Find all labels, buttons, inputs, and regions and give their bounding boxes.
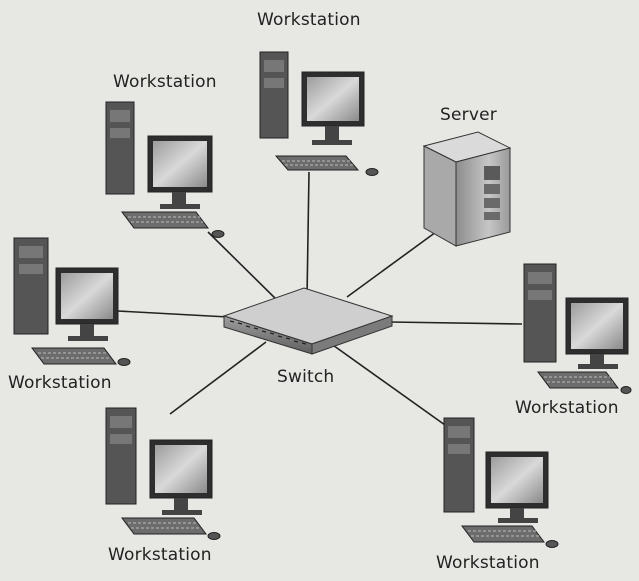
monitor-icon — [485, 451, 549, 523]
computer-tower-icon — [13, 237, 49, 335]
keyboard-icon — [274, 155, 379, 176]
switch-icon — [222, 287, 394, 355]
switch-label: Switch — [277, 367, 335, 387]
workstation-label: Workstation — [436, 553, 540, 573]
workstation-label: Workstation — [8, 373, 112, 393]
workstation-label: Workstation — [257, 10, 361, 30]
computer-tower-icon — [443, 417, 475, 513]
computer-tower-icon — [523, 263, 557, 363]
keyboard-icon — [461, 525, 559, 548]
workstation-ws-lower-left — [105, 407, 221, 540]
workstation-ws-left — [13, 237, 131, 366]
monitor-icon — [565, 297, 629, 369]
monitor-icon — [147, 135, 213, 209]
monitor-icon — [301, 71, 365, 145]
computer-tower-icon — [259, 51, 289, 139]
cable-ws-lower-left — [169, 341, 267, 415]
computer-tower-icon — [105, 101, 135, 195]
workstation-label: Workstation — [515, 398, 619, 418]
server-icon — [422, 131, 512, 247]
cables — [117, 171, 523, 431]
workstation-ws-upper-left — [105, 101, 225, 238]
workstation-ws-right — [523, 263, 632, 394]
cable-ws-left — [117, 310, 229, 318]
keyboard-icon — [121, 211, 225, 238]
computer-tower-icon — [105, 407, 137, 505]
workstation-ws-lower-right — [443, 417, 559, 548]
cable-ws-lower-right — [329, 342, 453, 431]
monitor-icon — [55, 267, 119, 341]
cable-ws-right — [389, 321, 523, 325]
workstation-label: Workstation — [108, 545, 212, 565]
cable-ws-top — [306, 171, 310, 299]
workstation-ws-top — [259, 51, 379, 176]
workstation-label: Workstation — [113, 72, 217, 92]
monitor-icon — [149, 439, 213, 515]
server-label: Server — [440, 105, 497, 125]
keyboard-icon — [121, 517, 221, 540]
cable-server — [346, 231, 437, 298]
keyboard-icon — [31, 347, 131, 366]
cable-ws-upper-left — [207, 231, 283, 306]
keyboard-icon — [537, 371, 632, 394]
